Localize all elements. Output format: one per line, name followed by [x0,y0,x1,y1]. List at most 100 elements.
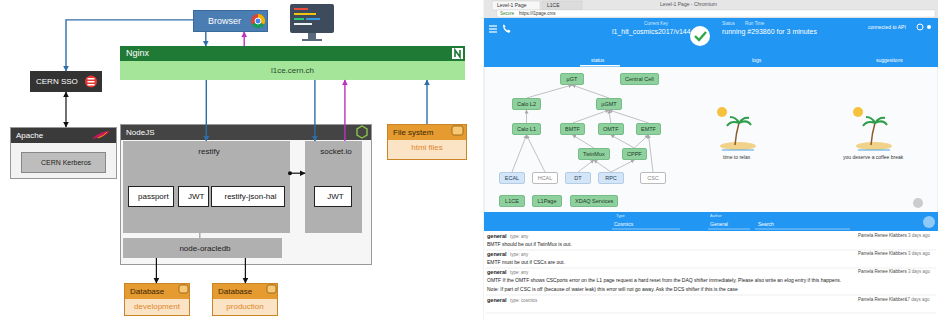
text-label: you deserve a coffee break [843,154,903,160]
storage-box: Databaseproduction [212,283,278,316]
text-label: Pamela Renee Klabbers [858,297,907,302]
host-band: l1ce.cern.ch [120,61,465,80]
palm-island [853,107,892,150]
add-button [923,216,935,228]
text-label: type: cosmics [510,298,537,303]
text-label: Type [616,213,625,218]
tree-link [611,160,634,172]
service-box: CERN SSO [30,71,102,92]
text-label: Pamela Renee Klabbers [858,233,907,238]
tree-node: TwinMux [578,148,610,160]
node-label: Calo L1 [517,126,536,132]
text-label: https://l1page.cms [519,11,556,16]
text-label: General [710,221,728,227]
framework-box: restifypassportJWTrestify-json-hal [123,141,290,233]
node-label: node-oracledb [174,241,230,256]
node-label: µGMT [601,101,616,107]
node-label: OMTF [603,126,619,132]
node-label: µGT [567,76,578,82]
node-sublabel: production [213,299,277,311]
node-label: RPC [605,175,617,181]
module-box: JWT [314,186,352,207]
tree-node: HCAL [532,172,558,184]
node-label: Database [213,284,277,299]
message-list [484,231,938,320]
text-label: Note: If part of CSC is off (because of … [487,286,738,292]
text-label: 3 days ago [908,269,930,274]
storage-box: File systemhtml files [387,124,467,160]
text-label: 3 days ago [908,233,930,238]
node-label: TwinMux [583,151,605,157]
tree-link [594,160,611,172]
tree-link [634,135,648,148]
text-label: general [487,297,507,303]
text-label: general [487,233,507,239]
text-label: Author [710,213,722,218]
tree-node: CSC [640,172,666,184]
node-label: Apache [11,128,116,143]
tree-node: CPPF [622,148,647,160]
node-label: DT [574,175,581,181]
text-label: OMTF If the OMTF shows CSCports error on… [487,277,841,283]
module-box: JWT [178,186,209,207]
text-label: type: any [510,252,528,257]
node-label: JWT [183,189,204,204]
text-label: Pamela Renee Klabbers [858,269,907,274]
text-label: Run Time [745,21,764,26]
phone-icon [503,25,511,34]
text-label: 3 days ago [908,251,930,256]
node-label: l1ce.cern.ch [271,66,314,75]
storage-box: Databasedevelopment [124,283,190,316]
text-label: l1_hlt_cosmics2017/v144 [612,28,691,35]
node-label: Database [125,284,189,299]
close-button [913,198,923,208]
status-dot [927,25,931,29]
tree-link [611,135,635,148]
connector [205,32,206,46]
tree-node: Calo L2 [512,98,541,110]
node-label: Browser [208,16,241,26]
text-label: Current Key [644,21,668,26]
node-label: L1Page [538,198,557,204]
node-label: CERN Kerberos [36,155,91,170]
node-label: ECAL [505,175,519,181]
text-label: Secure [500,11,514,16]
tree-link [573,110,610,123]
node-label: XDAQ Services [575,198,613,204]
text-label: connected to API [868,24,906,30]
text-label: logs [752,57,761,63]
tree-node: DT [565,172,591,184]
driver-box: node-oracledb [123,238,282,258]
tree-link [527,135,546,172]
tree-node: EMTF [636,123,661,135]
tree-node: L1Page [532,195,562,207]
tab [492,1,540,10]
palm-island [717,107,756,150]
text-label: Status [722,21,735,26]
tree-node: ECAL [499,172,525,184]
text-label: running #293860 for 3 minutes [722,28,817,35]
text-label: general [487,251,507,257]
node-label: restify-json-hal [219,189,276,204]
tree-link [578,160,594,172]
node-sublabel: html files [388,140,466,152]
filter-bar [484,212,938,231]
text-label: Search [758,221,774,227]
tree-node: RPC [598,172,624,184]
separators [486,250,936,313]
tree-node: XDAQ Services [570,195,618,207]
text-label: Level-1 Page [497,2,526,8]
node-label: restify [123,144,290,159]
text-label: time to relax [723,154,750,160]
tree-link [649,135,654,172]
node-label: L1CE [505,198,519,204]
tree-link [526,110,527,123]
text-label: suggestions [876,57,903,63]
node-label: File system [388,125,466,140]
window [484,0,938,320]
framework-box: socket.ioJWT [305,141,362,233]
tree-link [609,110,611,123]
tree-link [512,135,527,172]
text-label: L1CE [547,2,560,8]
node-label: Nginx [120,46,465,61]
